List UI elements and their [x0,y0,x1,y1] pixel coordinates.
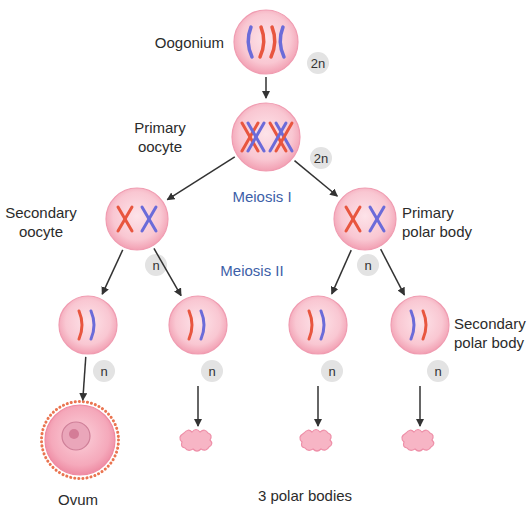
cell-outline [288,295,348,355]
cell-circle [289,296,347,354]
cell-circle [45,405,115,475]
ploidy-badge: n [427,360,449,382]
cell-node: n [168,295,228,355]
cell-node: n [288,295,348,355]
cell-circle [169,296,227,354]
edge-arrow [294,161,337,196]
cell-outline [231,102,301,172]
cell-circle [106,188,168,250]
stage-label: Meiosis II [202,261,302,280]
cell-label: Primary oocyte [120,118,200,156]
cell-circle [59,296,117,354]
cell-outline [44,404,116,476]
cell-node: Secondary oocyten [105,187,169,251]
ovum-cell: Ovum [44,404,116,476]
cell-outline [333,187,397,251]
ploidy-badge: n [93,360,115,382]
cell-circle [391,296,449,354]
edge-arrow [167,157,234,200]
stage-label: Meiosis I [212,187,312,206]
edge-arrow [83,357,86,400]
cell-node: n [58,295,118,355]
cell-outline [168,295,228,355]
ploidy-badge: n [321,360,343,382]
ploidy-badge: n [357,254,379,276]
ploidy-badge: n [145,254,167,276]
cell-label: Oogonium [138,33,224,52]
ovum-ring [42,402,119,479]
edge-arrow [102,250,122,294]
cell-outline [390,295,450,355]
cell-node: Primary oocyte2n [231,102,301,172]
cell-node: Primary polar bodyn [333,187,397,251]
cell-label: Secondary oocyte [0,203,82,241]
cell-label: Secondary polar body [454,314,532,352]
cell-circle [334,188,396,250]
stage-label: 3 polar bodies [235,486,375,505]
cell-label: Primary polar body [402,203,488,241]
ploidy-badge: n [201,360,223,382]
cell-outline [233,9,299,75]
cell-outline [105,187,169,251]
cell-label: Ovum [46,490,110,509]
ploidy-badge: 2n [307,52,329,74]
cell-circle [234,10,298,74]
edge-arrow [332,250,351,294]
edge-arrow [381,249,405,295]
cell-outline [58,295,118,355]
ploidy-badge: 2n [310,147,332,169]
cell-node: Oogonium2n [233,9,299,75]
edge-arrow [154,248,181,295]
cell-node: Secondary polar bodyn [390,295,450,355]
cell-circle [232,103,300,171]
edge-arrow [265,77,267,98]
